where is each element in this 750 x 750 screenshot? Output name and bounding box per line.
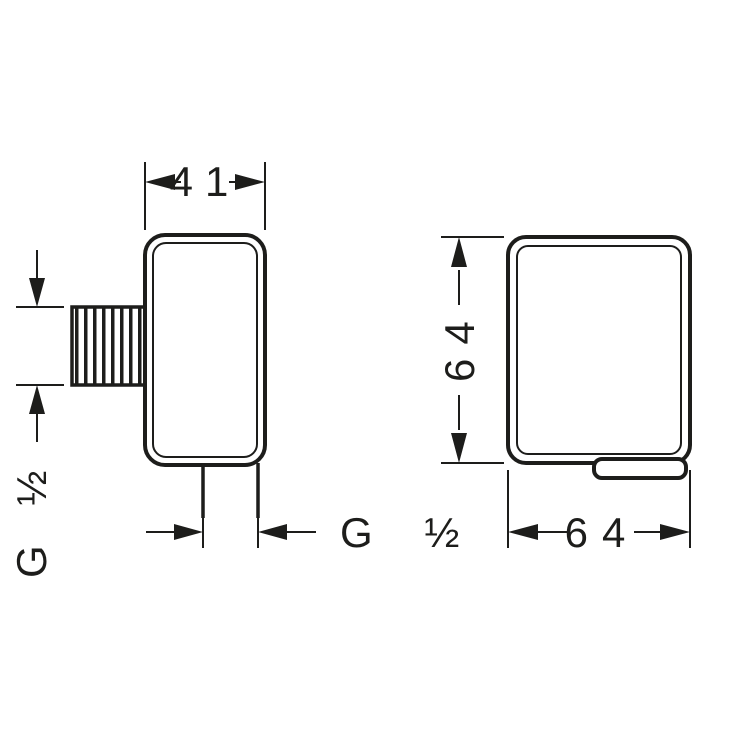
arrowhead-down-icon bbox=[29, 278, 45, 307]
thread-size-side-label: G ½ bbox=[8, 461, 55, 578]
extension-lines bbox=[507, 470, 691, 548]
thread-size-bottom-label: G ½ bbox=[340, 509, 471, 556]
dimension-front-width-label: 64 bbox=[565, 509, 640, 556]
dimension-top-width: 41 bbox=[144, 158, 266, 230]
arrowhead-down-icon bbox=[451, 433, 467, 463]
outlet-spout bbox=[201, 463, 260, 518]
dimension-front-width: 64 bbox=[507, 470, 691, 556]
extension-lines bbox=[144, 162, 266, 230]
arrowhead-up-icon bbox=[29, 385, 45, 414]
side-view: 41 G ½ G ½ bbox=[8, 158, 471, 578]
dimension-connector-height bbox=[16, 250, 64, 442]
dimension-front-height: 64 bbox=[436, 236, 504, 464]
dimension-top-width-label: 41 bbox=[170, 158, 241, 205]
extension-lines bbox=[441, 236, 504, 464]
extension-lines bbox=[16, 306, 64, 386]
arrowhead-right-icon bbox=[235, 174, 265, 190]
arrowhead-left-icon bbox=[258, 524, 287, 540]
front-view-body-inner-edge bbox=[516, 245, 682, 455]
arrowhead-up-icon bbox=[451, 237, 467, 267]
front-view: 64 64 bbox=[436, 235, 692, 556]
arrowhead-left-icon bbox=[508, 524, 538, 540]
arrowhead-left-icon bbox=[145, 174, 175, 190]
extension-lines bbox=[202, 518, 259, 548]
side-view-body bbox=[143, 233, 267, 467]
arrowhead-right-icon bbox=[174, 524, 203, 540]
side-view-body-inner-edge bbox=[152, 242, 258, 458]
dimension-outlet-thread: G ½ bbox=[146, 509, 471, 556]
front-view-outlet-nub bbox=[592, 457, 688, 480]
dimension-front-height-label: 64 bbox=[436, 307, 483, 382]
threaded-connector bbox=[70, 305, 147, 387]
front-view-body bbox=[506, 235, 692, 465]
arrowhead-right-icon bbox=[660, 524, 690, 540]
